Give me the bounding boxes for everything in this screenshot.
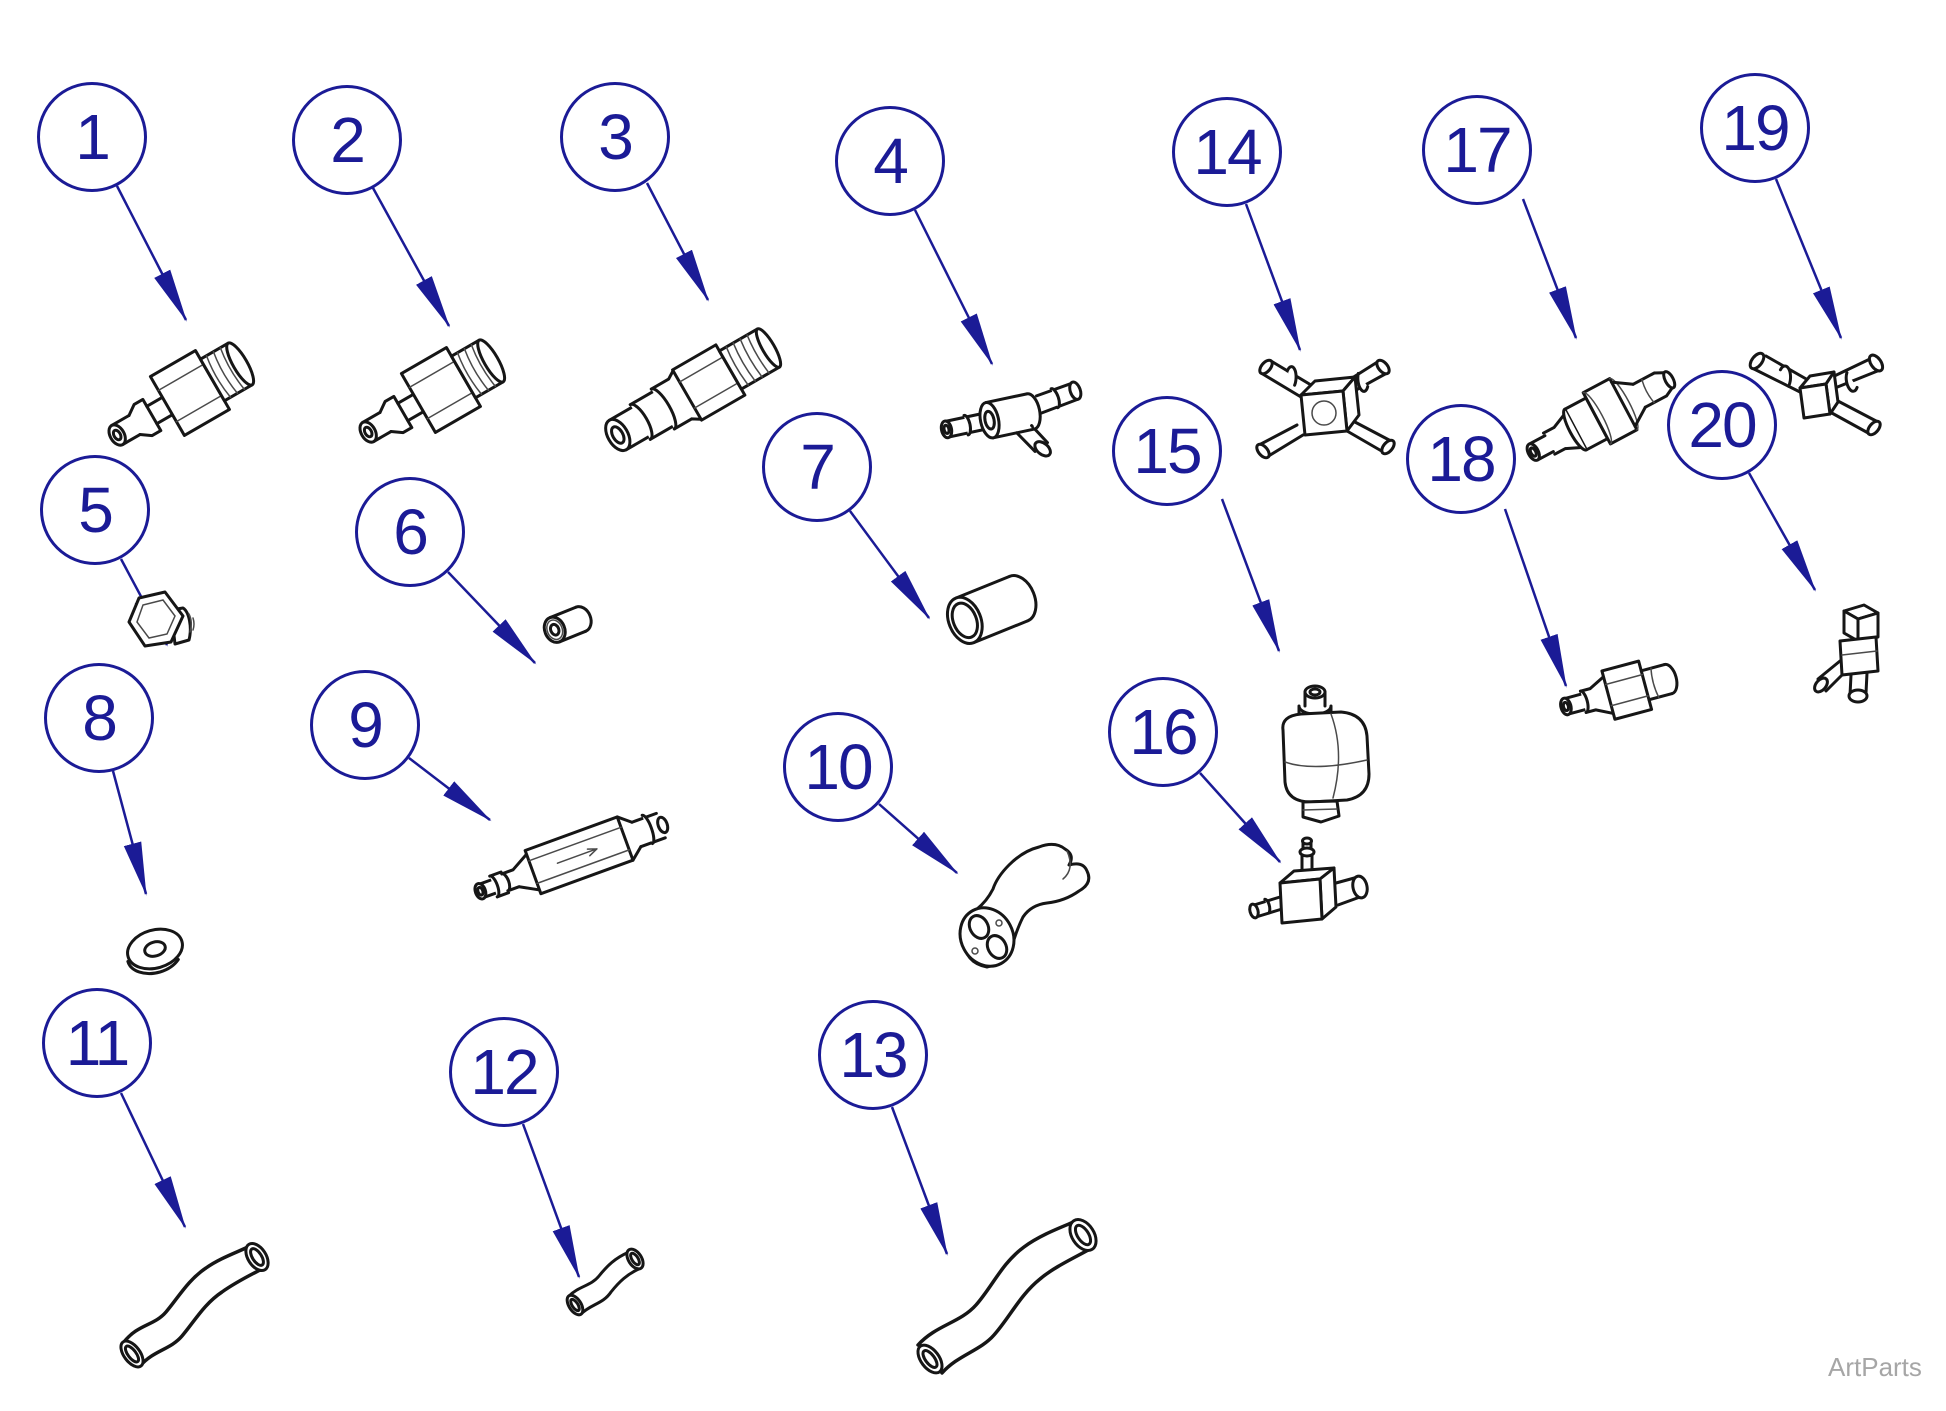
leader-arrow-7 [848,510,931,620]
leader-arrow-3 [645,182,710,302]
leader-arrow-19 [1774,178,1843,340]
part-14-four-way-barb-cross [1231,329,1411,489]
callout-9[interactable]: 9 [310,670,420,780]
callout-15[interactable]: 15 [1112,396,1222,506]
callout-14[interactable]: 14 [1172,97,1282,207]
leader-arrow-8 [111,770,148,896]
part-12-curved-tubing [553,1212,673,1322]
leader-arrow-17 [1521,198,1578,340]
part-15-valve-body [1253,670,1393,830]
callout-19[interactable]: 19 [1700,73,1810,183]
part-2-hose-barb-male-connector [334,304,534,484]
callout-13[interactable]: 13 [818,1000,928,1110]
callout-5[interactable]: 5 [40,455,150,565]
part-18-barb-adapter [1550,637,1690,747]
leader-arrow-4 [913,209,994,366]
part-5-hex-plug [109,570,209,670]
leader-arrow-20 [1747,472,1817,592]
callout-7[interactable]: 7 [762,412,872,522]
part-8-flat-washer [115,915,195,985]
part-16-barb-tee-block [1242,835,1372,945]
callout-18[interactable]: 18 [1406,404,1516,514]
callout-2[interactable]: 2 [292,85,402,195]
leader-arrow-15 [1220,498,1281,653]
part-1-hose-barb-male-connector [83,307,283,487]
callout-10[interactable]: 10 [783,712,893,822]
leader-arrow-1 [115,185,188,322]
callout-11[interactable]: 11 [42,988,152,1098]
callout-6[interactable]: 6 [355,477,465,587]
callout-3[interactable]: 3 [560,82,670,192]
callout-16[interactable]: 16 [1108,677,1218,787]
part-4-three-way-barb-tee [929,355,1099,475]
watermark: ArtParts [1828,1352,1922,1382]
callout-4[interactable]: 4 [835,106,945,216]
part-7-large-sleeve [923,551,1053,671]
callout-12[interactable]: 12 [449,1017,559,1127]
part-10-dual-port-adapter [935,817,1105,977]
leader-arrow-11 [119,1092,187,1229]
callout-8[interactable]: 8 [44,663,154,773]
callout-17[interactable]: 17 [1422,95,1532,205]
part-9-inline-check-valve [460,780,700,930]
part-19-three-way-barb-cross [1722,330,1907,480]
callout-1[interactable]: 1 [37,82,147,192]
part-17-inline-coupler [1508,340,1698,490]
part-11-curved-tubing [102,1208,282,1378]
callout-20[interactable]: 20 [1667,370,1777,480]
part-6-small-sleeve [524,586,604,666]
part-13-curved-tubing [890,1185,1110,1385]
leader-arrow-6 [447,571,537,665]
part-20-stem-valve [1806,593,1906,733]
part-3-large-hose-barb-connector [584,296,804,486]
